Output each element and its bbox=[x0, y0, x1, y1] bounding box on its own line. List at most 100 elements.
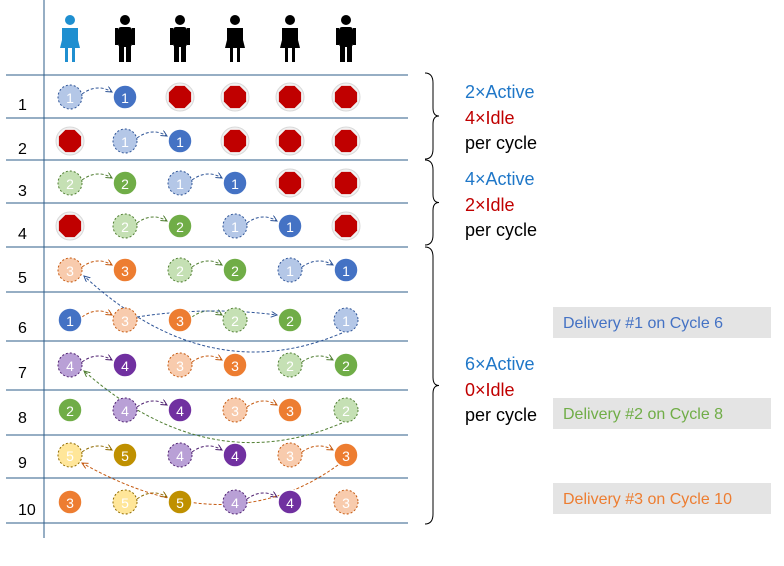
group-2-idle: 2×Idle bbox=[465, 195, 515, 215]
handoff-arrow bbox=[246, 217, 277, 224]
delivery-return-arrow bbox=[84, 276, 343, 353]
cycle-label: 2 bbox=[18, 141, 27, 158]
group-3-idle: 0×Idle bbox=[465, 380, 515, 400]
idle-stop-icon bbox=[55, 211, 85, 241]
handoff-arrow bbox=[81, 174, 112, 181]
man-icon bbox=[170, 15, 190, 62]
active-token: 1 bbox=[112, 84, 138, 110]
token-number: 1 bbox=[176, 176, 184, 192]
cycle-label: 8 bbox=[18, 410, 27, 427]
delivery-2-box bbox=[553, 398, 771, 429]
token-number: 1 bbox=[66, 313, 74, 329]
token-number: 4 bbox=[231, 495, 239, 511]
cycle-label: 3 bbox=[18, 183, 27, 200]
delivery-3-label: Delivery #3 on Cycle 10 bbox=[563, 491, 732, 508]
delivery-1: Delivery #1 on Cycle 6 bbox=[553, 307, 771, 338]
delivery-return-arrow bbox=[82, 463, 339, 505]
handoff-arrow bbox=[136, 310, 277, 317]
delivery-2-label: Delivery #2 on Cycle 8 bbox=[563, 406, 723, 423]
group-2-active: 4×Active bbox=[465, 169, 535, 189]
token-number: 1 bbox=[121, 134, 129, 150]
pending-token: 2 bbox=[222, 307, 248, 333]
token-number: 1 bbox=[121, 90, 129, 106]
token-number: 3 bbox=[286, 448, 294, 464]
woman-icon bbox=[225, 15, 245, 62]
handoff-arrow bbox=[136, 401, 167, 408]
pending-token: 1 bbox=[222, 213, 248, 239]
token-number: 4 bbox=[286, 495, 294, 511]
bracket-cycles-1-2 bbox=[424, 72, 440, 160]
active-token: 3 bbox=[112, 257, 138, 283]
active-token: 2 bbox=[222, 257, 248, 283]
active-token: 5 bbox=[167, 489, 193, 515]
group-3-annotation: 6×Active 0×Idle per cycle bbox=[465, 354, 537, 425]
brackets bbox=[424, 72, 440, 525]
token-number: 1 bbox=[342, 313, 350, 329]
handoff-arrows bbox=[81, 88, 343, 505]
token-number: 2 bbox=[176, 263, 184, 279]
token-number: 1 bbox=[286, 219, 294, 235]
token-number: 2 bbox=[286, 358, 294, 374]
pending-token: 5 bbox=[112, 489, 138, 515]
cycle-label: 6 bbox=[18, 320, 27, 337]
token-number: 3 bbox=[342, 495, 350, 511]
idle-stop-icon bbox=[55, 126, 85, 156]
token-number: 2 bbox=[176, 219, 184, 235]
token-number: 2 bbox=[121, 176, 129, 192]
pending-token: 1 bbox=[57, 84, 83, 110]
active-token: 4 bbox=[222, 442, 248, 468]
active-token: 2 bbox=[57, 397, 83, 423]
token-number: 5 bbox=[66, 448, 74, 464]
token-number: 3 bbox=[176, 358, 184, 374]
pending-token: 3 bbox=[112, 307, 138, 333]
token-number: 5 bbox=[121, 495, 129, 511]
active-token: 1 bbox=[277, 213, 303, 239]
idle-stop-icon bbox=[331, 211, 361, 241]
token-number: 3 bbox=[342, 448, 350, 464]
bracket-cycles-3-4 bbox=[424, 159, 440, 246]
token-number: 2 bbox=[66, 403, 74, 419]
token-number: 3 bbox=[66, 495, 74, 511]
delivery-2: Delivery #2 on Cycle 8 bbox=[553, 398, 771, 429]
idle-stop-icon bbox=[165, 82, 195, 112]
handoff-arrow bbox=[191, 261, 222, 268]
pending-token: 4 bbox=[222, 489, 248, 515]
woman-icon bbox=[280, 15, 300, 62]
handoff-arrow bbox=[301, 356, 333, 363]
delivery-3: Delivery #3 on Cycle 10 bbox=[553, 483, 771, 514]
handoff-arrow bbox=[136, 132, 167, 139]
active-token: 2 bbox=[333, 352, 359, 378]
grid bbox=[6, 0, 408, 538]
token-number: 4 bbox=[66, 358, 74, 374]
token-number: 3 bbox=[66, 263, 74, 279]
token-number: 3 bbox=[121, 313, 129, 329]
active-token: 4 bbox=[277, 489, 303, 515]
token-number: 4 bbox=[121, 403, 129, 419]
pending-token: 1 bbox=[167, 170, 193, 196]
pending-token: 2 bbox=[333, 397, 359, 423]
active-token: 3 bbox=[222, 352, 248, 378]
handoff-arrow bbox=[81, 261, 112, 268]
pending-token: 2 bbox=[57, 170, 83, 196]
delivery-3-box bbox=[553, 483, 771, 514]
pending-token: 1 bbox=[112, 128, 138, 154]
token-number: 3 bbox=[121, 263, 129, 279]
active-token: 3 bbox=[57, 489, 83, 515]
people-header bbox=[60, 15, 356, 62]
bracket-cycles-5-10 bbox=[424, 246, 440, 525]
idle-stop-icon bbox=[275, 126, 305, 156]
pending-token: 3 bbox=[167, 352, 193, 378]
pending-token: 3 bbox=[222, 397, 248, 423]
token-number: 5 bbox=[176, 495, 184, 511]
handoff-arrow bbox=[301, 261, 333, 268]
token-number: 2 bbox=[231, 263, 239, 279]
token-number: 5 bbox=[121, 448, 129, 464]
delivery-1-label: Delivery #1 on Cycle 6 bbox=[563, 315, 723, 332]
handoff-arrow bbox=[191, 311, 222, 318]
idle-stop-icon bbox=[331, 82, 361, 112]
token-number: 4 bbox=[121, 358, 129, 374]
man-icon bbox=[336, 15, 356, 62]
token-number: 2 bbox=[121, 219, 129, 235]
